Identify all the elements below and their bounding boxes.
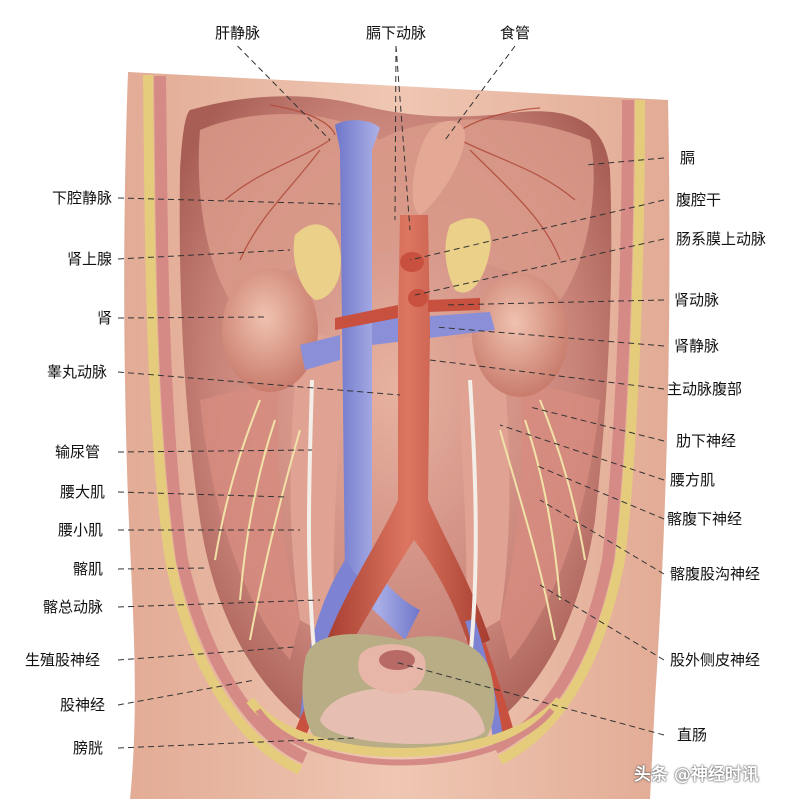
testicular-artery-leader-line xyxy=(117,371,401,396)
label-rectum: 直肠 xyxy=(677,726,708,744)
label-subcostal-nerve: 肋下神经 xyxy=(676,432,737,450)
label-inferior-phrenic-arteries: 膈下动脉 xyxy=(366,24,427,42)
label-adrenal-gland: 肾上腺 xyxy=(66,250,112,268)
adrenal-gland-leader-line xyxy=(117,249,291,260)
renal-vein-leader-line xyxy=(434,326,665,347)
label-urinary-bladder: 膀胱 xyxy=(72,739,103,757)
label-kidney: 肾 xyxy=(96,309,112,327)
lateral-femoral-cutaneous-nerve-leader-line xyxy=(539,584,665,661)
label-common-iliac-artery: 髂总动脉 xyxy=(42,598,103,616)
watermark: 头条 @神经时讯 xyxy=(634,765,759,785)
adrenal-left xyxy=(293,224,341,300)
label-renal-vein: 肾静脉 xyxy=(674,337,720,355)
label-psoas-minor: 腰小肌 xyxy=(57,521,103,539)
inferior-vena-cava xyxy=(335,120,420,641)
label-ureter: 输尿管 xyxy=(54,443,100,461)
label-diaphragm: 膈 xyxy=(680,149,696,167)
label-renal-artery: 肾动脉 xyxy=(674,291,720,309)
iliacus-leader-line xyxy=(117,567,206,570)
adrenal-right xyxy=(445,218,491,293)
superior-mesenteric-artery-leader-line xyxy=(414,238,665,296)
ilioinguinal-nerve-leader-line xyxy=(539,499,665,575)
urinary-bladder xyxy=(320,688,485,744)
label-abdominal-aorta: 主动脉腹部 xyxy=(667,380,743,398)
kidney-leader-line xyxy=(117,316,266,319)
label-esophagus: 食管 xyxy=(500,24,531,42)
label-testicular-artery: 睾丸动脉 xyxy=(46,363,107,381)
label-femoral-nerve: 股神经 xyxy=(59,696,105,714)
label-genitofemoral-nerve: 生殖股神经 xyxy=(24,651,100,669)
label-quadratus-lumborum: 腰方肌 xyxy=(670,471,716,489)
psoas-right xyxy=(455,330,510,640)
psoas-left xyxy=(290,330,345,640)
label-ilioinguinal-nerve: 髂腹股沟神经 xyxy=(670,565,761,583)
esophagus xyxy=(412,120,465,215)
subcostal-nerve-leader-line xyxy=(529,406,665,442)
label-iliohypogastric-nerve: 髂腹下神经 xyxy=(667,510,743,528)
label-superior-mesenteric-artery: 肠系膜上动脉 xyxy=(676,230,767,248)
femoral-nerve-leader-line xyxy=(117,679,256,706)
celiac-trunk-leader-line xyxy=(409,199,665,261)
iliohypogastric-nerve-leader-line xyxy=(534,464,665,520)
psoas-major-leader-line xyxy=(117,491,288,498)
kidney-right xyxy=(472,273,568,397)
label-iliacus: 髂肌 xyxy=(72,560,103,578)
renal-artery-leader-line xyxy=(444,299,665,306)
label-hepatic-veins: 肝静脉 xyxy=(215,24,261,42)
inferior-vena-cava-leader-line xyxy=(117,197,341,205)
quadratus-lumborum-leader-line xyxy=(499,424,665,481)
renal-vein-left xyxy=(300,335,340,370)
diaphragm-leader-line xyxy=(584,157,665,166)
label-inferior-vena-cava: 下腔静脉 xyxy=(51,189,112,207)
label-celiac-trunk: 腹腔干 xyxy=(676,191,722,209)
ureter-leader-line xyxy=(117,449,313,453)
abdominal-aorta xyxy=(325,215,490,655)
inferior-phrenic-arteries-leader-line xyxy=(395,45,411,231)
common-iliac-artery-leader-line xyxy=(117,599,321,608)
label-lateral-femoral-cutaneous-nerve: 股外侧皮神经 xyxy=(670,651,761,669)
inferior-phrenic-arteries-leader-line xyxy=(394,45,397,221)
label-psoas-major: 腰大肌 xyxy=(59,483,105,501)
hepatic-veins-leader-line xyxy=(237,45,331,141)
rectum-leader-line xyxy=(394,661,665,736)
kidney-left xyxy=(222,268,318,392)
